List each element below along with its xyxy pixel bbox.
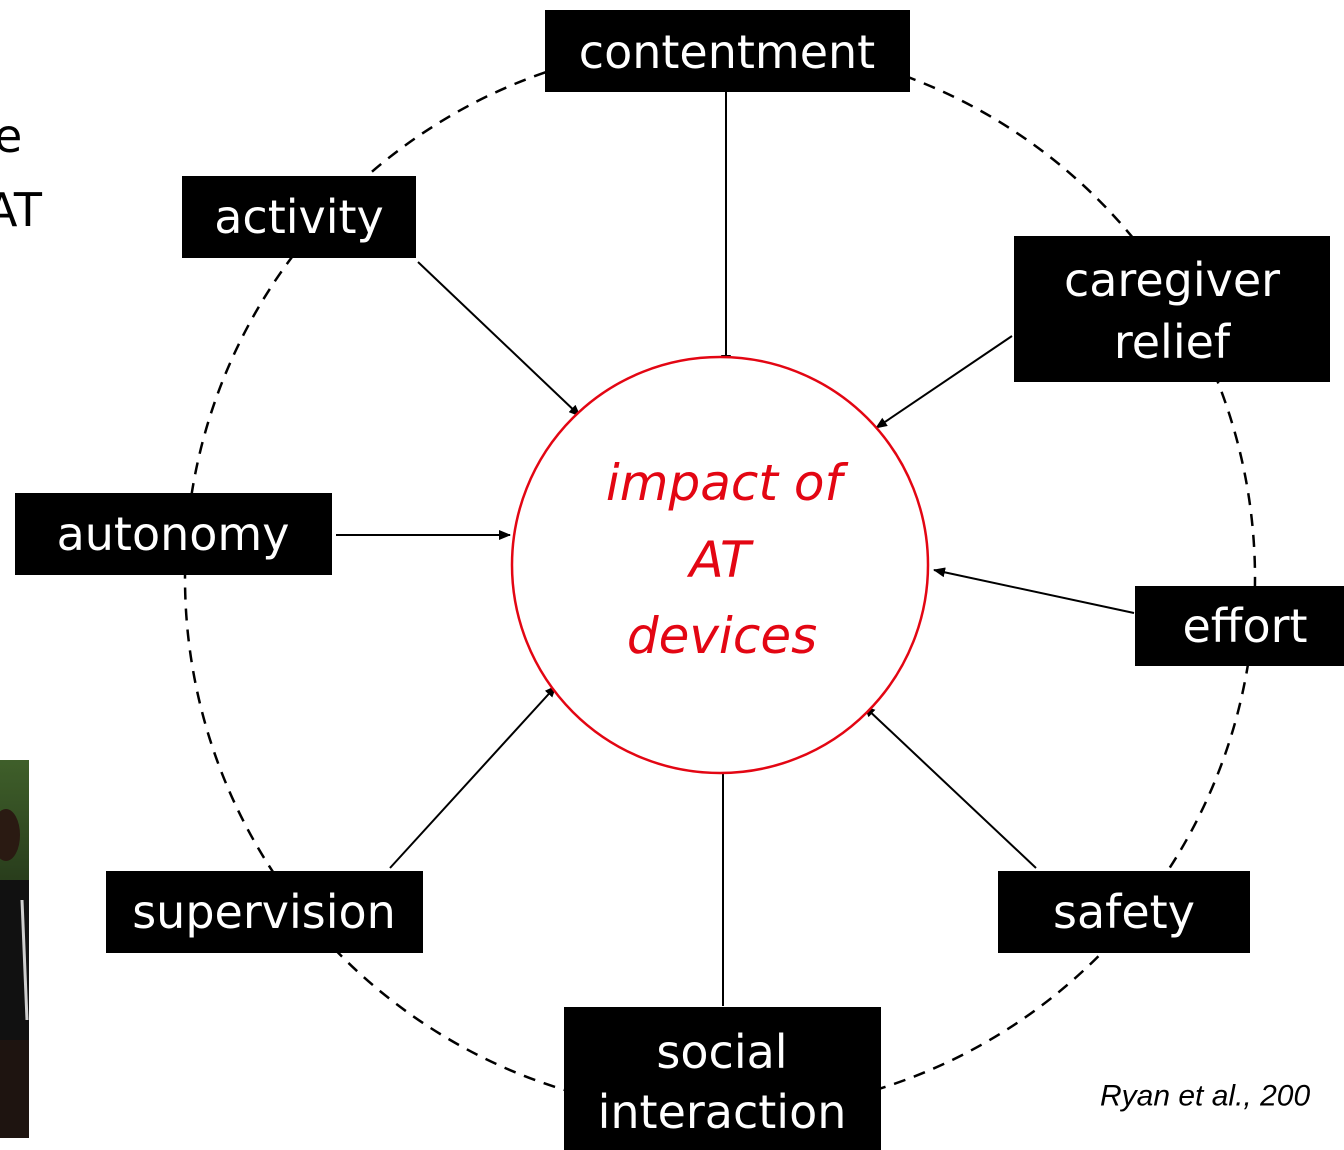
center-line-2: AT xyxy=(686,531,754,589)
node-label-line-2: interaction xyxy=(598,1085,847,1139)
left-text-line-1: e xyxy=(0,109,22,163)
arrow-activity xyxy=(417,261,581,417)
node-box xyxy=(106,871,423,953)
node-label-line-2: relief xyxy=(1114,315,1232,369)
left-text-line-2: AT xyxy=(0,183,43,237)
node-box xyxy=(1014,236,1330,382)
node-caregiver-relief: caregiver relief xyxy=(1014,236,1330,382)
node-label: safety xyxy=(1053,885,1195,939)
arrow-effort xyxy=(933,567,1135,614)
node-box xyxy=(1135,586,1344,666)
node-social-interaction: social interaction xyxy=(564,1007,881,1150)
node-autonomy: autonomy xyxy=(15,493,332,575)
node-effort: effort xyxy=(1135,586,1344,666)
node-label: effort xyxy=(1182,599,1307,653)
node-box xyxy=(998,871,1250,953)
arrows xyxy=(336,92,1135,1006)
arrow-safety xyxy=(863,705,1037,869)
node-activity: activity xyxy=(182,176,416,258)
arrow-caregiver-relief xyxy=(875,335,1013,429)
node-label-line-1: social xyxy=(656,1025,787,1079)
node-label-line-1: caregiver xyxy=(1064,253,1280,307)
node-box xyxy=(545,10,910,92)
arrow-supervision xyxy=(389,685,557,869)
node-label: activity xyxy=(214,190,384,244)
person-photo xyxy=(0,760,29,1138)
node-supervision: supervision xyxy=(106,871,423,953)
center-line-1: impact of xyxy=(606,454,849,512)
node-label: autonomy xyxy=(57,507,290,561)
center-node: impact of AT devices xyxy=(510,355,930,775)
node-label: supervision xyxy=(132,885,396,939)
node-label: contentment xyxy=(579,25,875,79)
node-box xyxy=(15,493,332,575)
citation: Ryan et al., 200 xyxy=(1100,1080,1310,1113)
node-box xyxy=(564,1007,881,1150)
node-safety: safety xyxy=(998,871,1250,953)
center-line-3: devices xyxy=(627,607,817,665)
node-box xyxy=(182,176,416,258)
node-contentment: contentment xyxy=(545,10,910,92)
center-circle xyxy=(510,355,930,775)
